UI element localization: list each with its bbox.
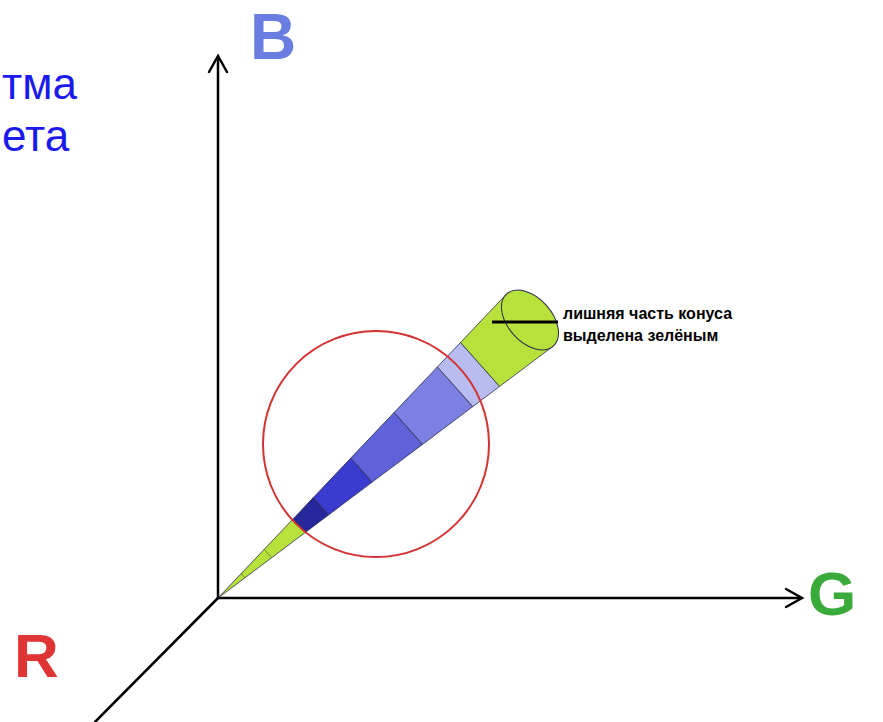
cone-ring [241,574,245,578]
axis-label: R [14,622,59,690]
g-axis-arrow [786,589,802,607]
cone [218,279,570,598]
cone-band [218,519,305,598]
axis-label: B [250,2,296,72]
b-axis-arrow [209,56,227,72]
callout-note: лишняя часть конуса выделена зелёным [563,303,768,346]
title-fragment: тма [2,60,77,108]
cone-ring [264,549,271,557]
g-axis [218,597,800,600]
r-axis [95,598,218,722]
axis-label: G [808,560,856,628]
gamut-circle [263,331,489,557]
leader-line [492,321,558,324]
title-fragment: ета [2,112,69,160]
b-axis [217,58,220,598]
cone-base [490,279,569,361]
